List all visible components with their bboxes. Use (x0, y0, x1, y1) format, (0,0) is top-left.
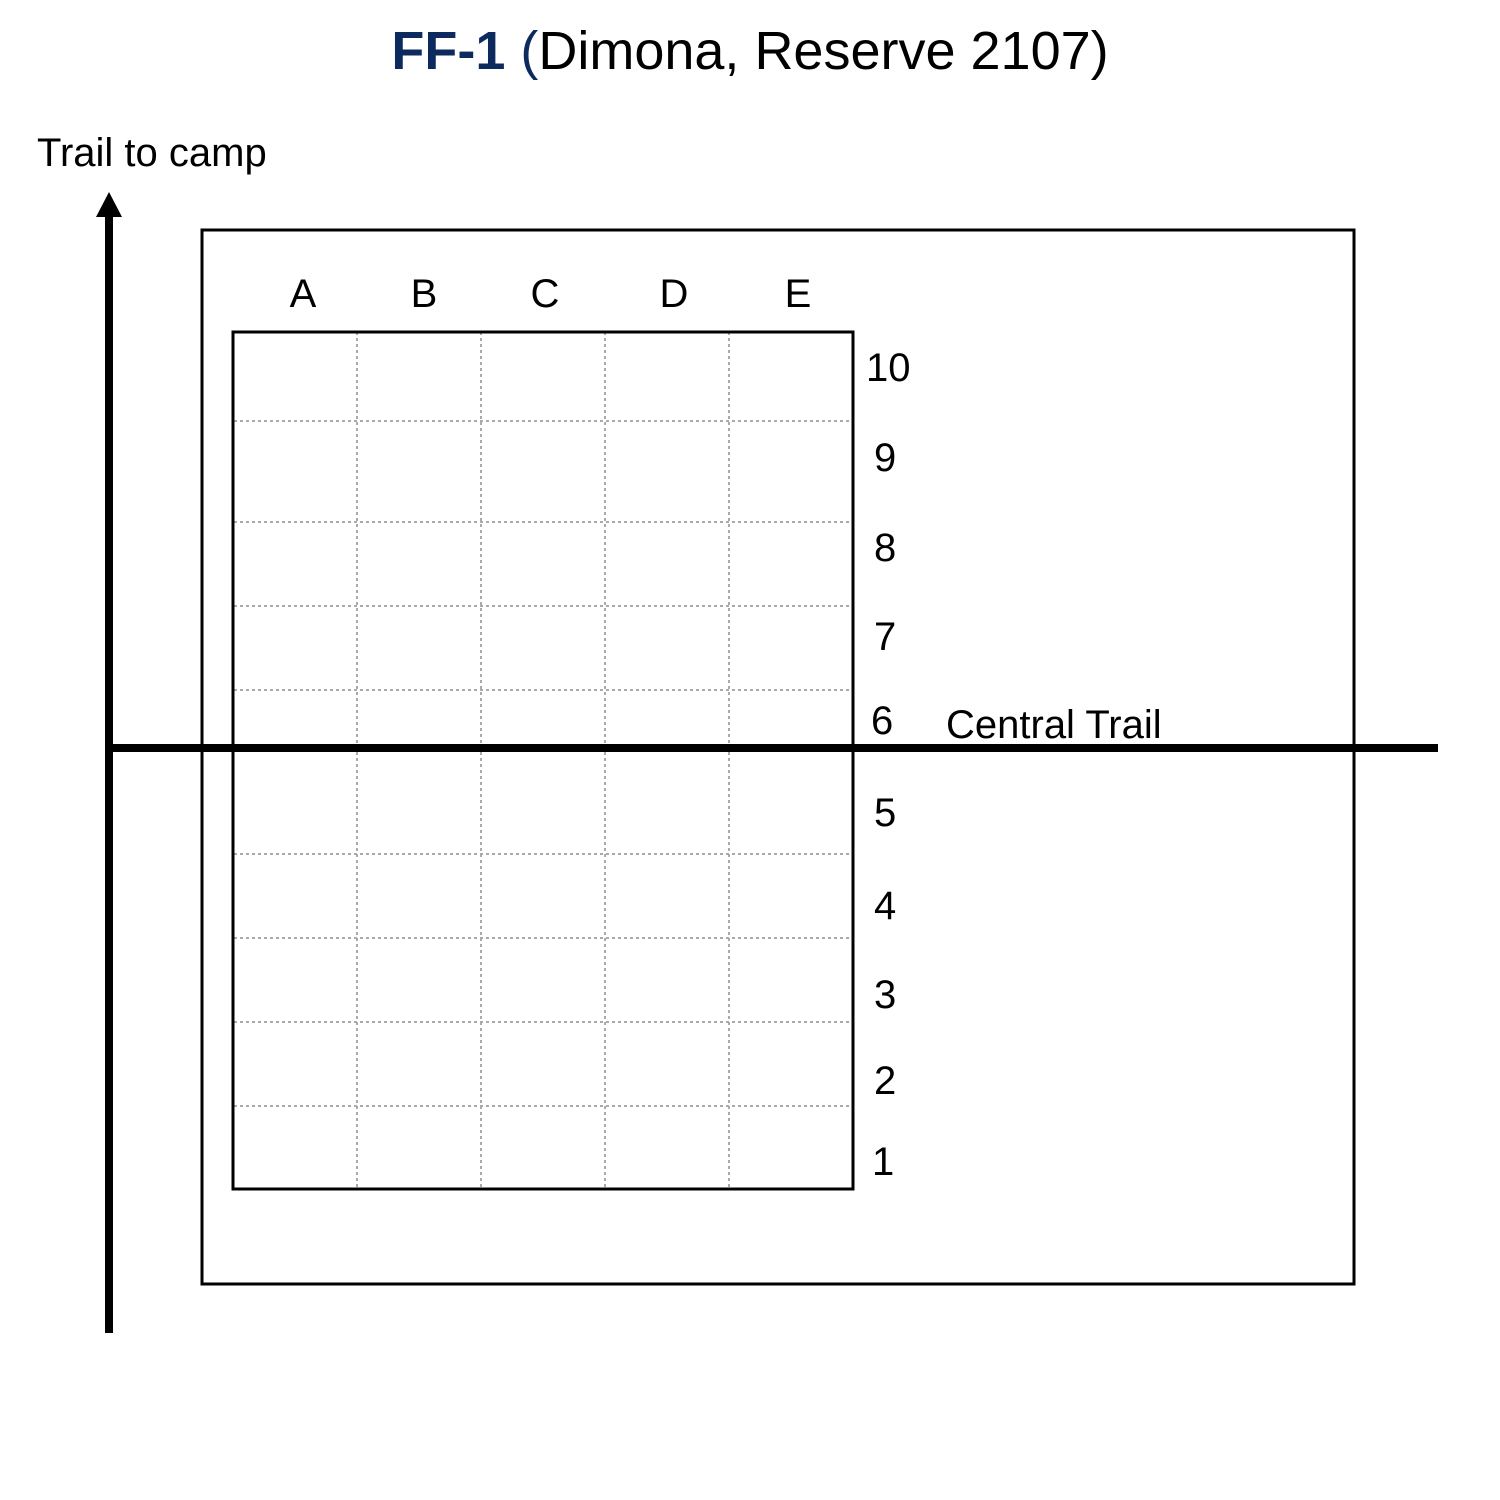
column-label-c: C (530, 272, 560, 316)
central-trail-label: Central Trail (946, 703, 1162, 747)
page-title: FF-1 (Dimona, Reserve 2107) (0, 18, 1500, 84)
title-location: Dimona, Reserve 2107) (538, 21, 1109, 81)
row-label-7: 7 (874, 615, 897, 659)
trail-to-camp-label: Trail to camp (37, 131, 267, 175)
row-label-4: 4 (874, 884, 897, 928)
arrow-up-icon (96, 192, 122, 217)
row-label-8: 8 (874, 526, 897, 570)
title-code: FF-1 (391, 21, 506, 81)
outer-plot-boundary (200, 228, 1356, 1286)
column-label-e: E (784, 272, 812, 316)
grid-boundary (231, 330, 855, 1191)
column-label-d: D (659, 272, 689, 316)
row-label-3: 3 (874, 973, 897, 1017)
grid-vertical-lines (356, 332, 730, 1188)
grid-horizontal-lines (234, 420, 852, 1107)
row-label-10: 10 (866, 346, 911, 390)
row-label-2: 2 (874, 1059, 897, 1103)
column-label-a: A (289, 272, 317, 316)
row-label-9: 9 (874, 436, 897, 480)
row-label-5: 5 (874, 791, 897, 835)
title-open-paren: ( (520, 21, 539, 81)
row-label-1: 1 (872, 1140, 895, 1184)
column-label-b: B (410, 272, 438, 316)
row-label-6: 6 (871, 699, 894, 743)
